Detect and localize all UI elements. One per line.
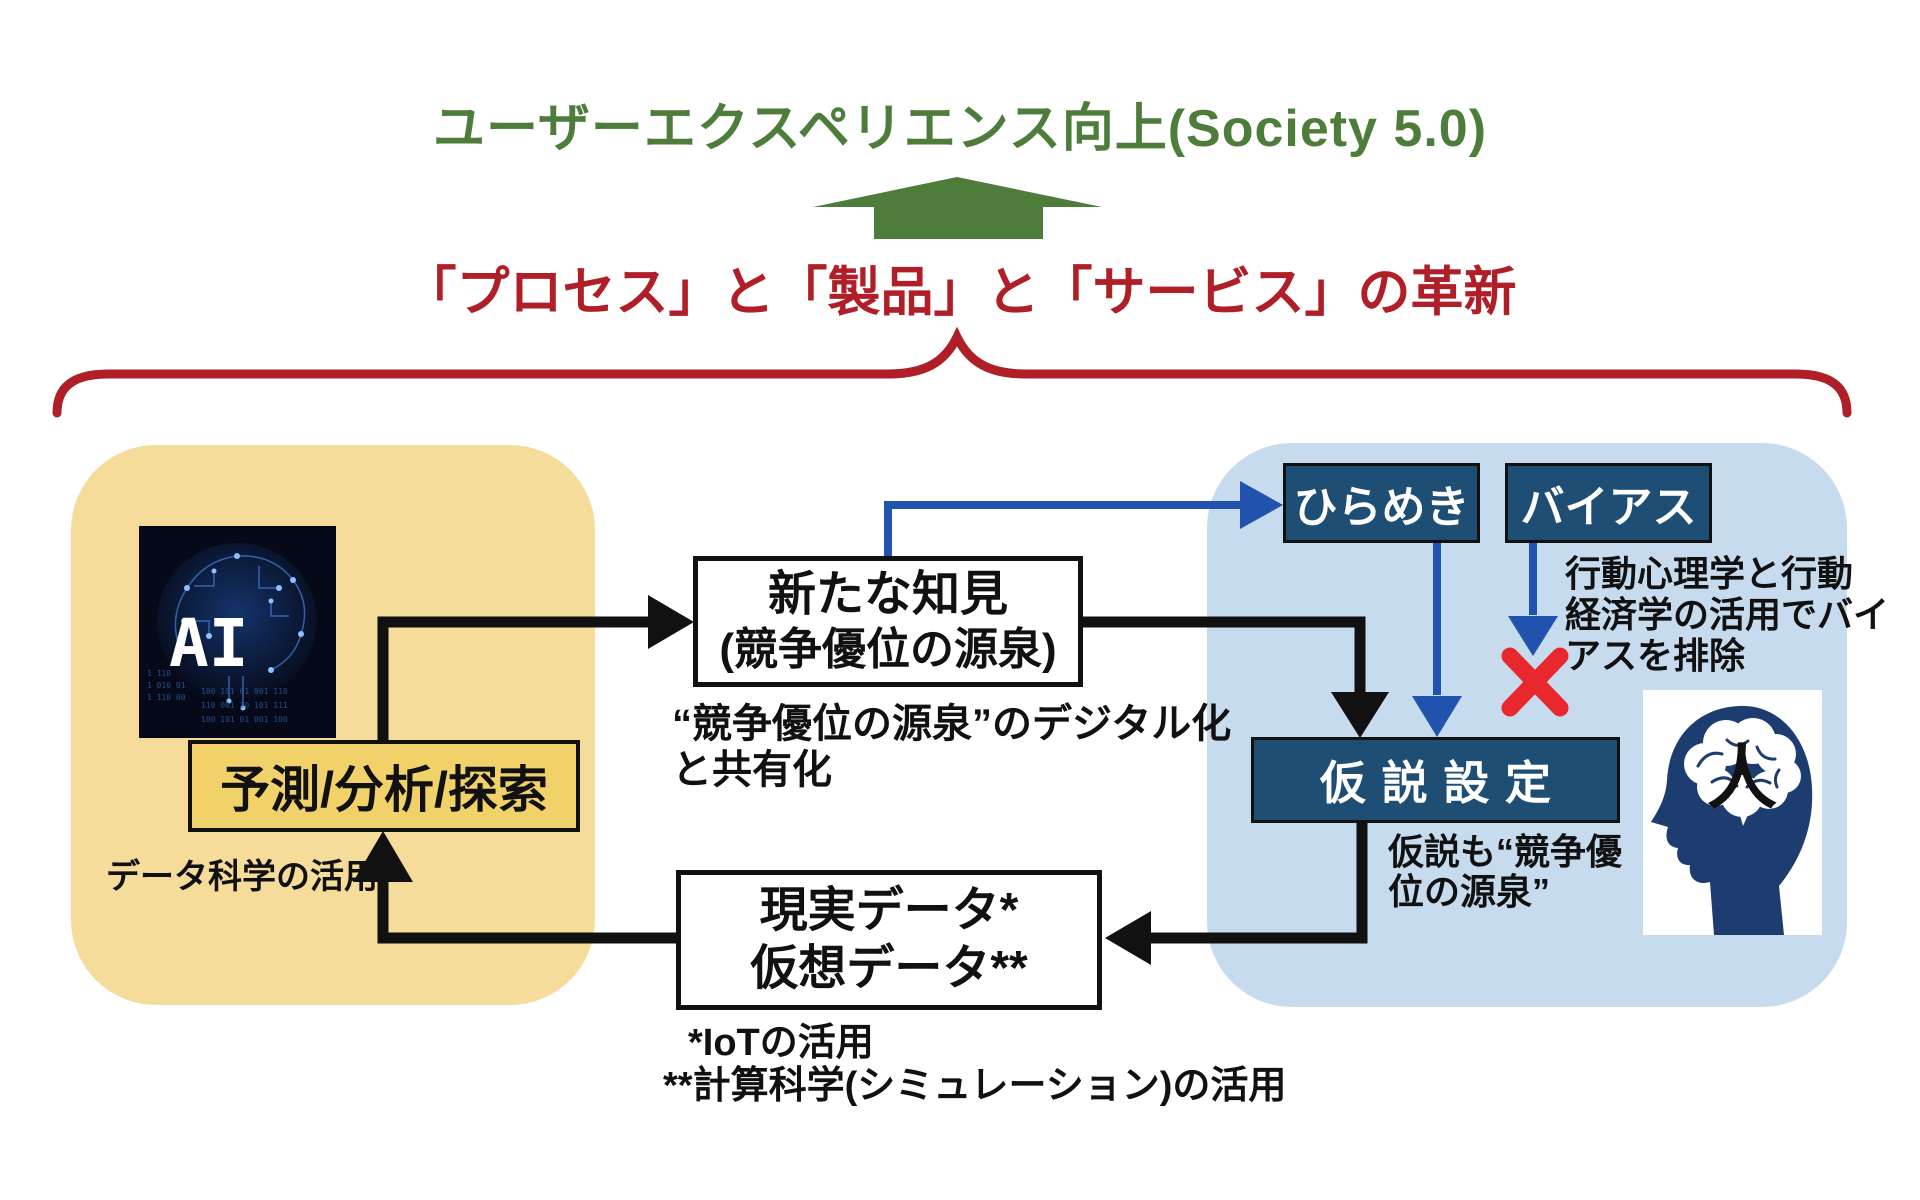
hypothesis-note-line1: 仮説も“競争優 [1388,831,1623,872]
hypothesis-note: 仮説も“競争優 位の源泉” [1388,832,1622,912]
footnote-simulation: **計算科学(シミュレーション)の活用 [663,1065,1287,1107]
inspiration-label: ひらめき [1293,483,1470,532]
person-kanji-label: 人 [1707,739,1777,817]
svg-text:100 101 01 001 110: 100 101 01 001 110 [201,687,288,696]
hypothesis-note-line2: 位の源泉” [1388,871,1551,912]
inspiration-box: ひらめき [1283,463,1480,543]
arrowhead-left-icon [1105,911,1151,965]
up-block-arrow-icon [813,177,1102,239]
brace-icon [52,326,1852,418]
bias-note-line2: 経済学の活用でバイ [1565,594,1890,635]
insight-note-line1: “競争優位の源泉”のデジタル化 [672,702,1232,746]
svg-text:110 001 10 101 111: 110 001 10 101 111 [201,701,288,710]
bias-box: バイアス [1505,463,1712,543]
human-head-image: 人 [1643,690,1822,935]
svg-text:1 110: 1 110 [147,669,171,678]
ai-label: AI [169,605,248,682]
hypothesis-label: 仮説設定 [1320,757,1567,809]
bias-note-line3: アスを排除 [1565,635,1746,676]
real-virtual-data-box: 現実データ* 仮想データ** [676,870,1102,1010]
insight-line1: 新たな知見 [767,568,1008,622]
arrowhead-right-icon [648,595,694,649]
insight-line2: (競争優位の源泉) [719,624,1057,674]
svg-text:1 010 01: 1 010 01 [147,681,186,690]
data-science-caption: データ科学の活用 [106,858,378,896]
subtitle-innovation: 「プロセス」と「製品」と「サービス」の革新 [403,263,1517,322]
ai-brain-image: 1 110 1 010 01 1 110 00 100 101 01 001 110… [139,526,336,738]
hypothesis-setting-box: 仮説設定 [1251,737,1620,823]
predict-analyze-explore-box: 予測/分析/探索 [188,740,580,832]
predict-box-label: 予測/分析/探索 [220,762,548,818]
arrow-insight-to-inspiration [884,501,1240,556]
insight-note: “競争優位の源泉”のデジタル化 と共有化 [672,701,1231,793]
bias-note-line1: 行動心理学と行動 [1565,553,1854,594]
insight-note-line2: と共有化 [672,748,832,792]
footnotes: *IoTの活用 **計算科学(シミュレーション)の活用 [663,1022,1286,1108]
footnote-iot: *IoTの活用 [688,1022,874,1064]
bias-elimination-note: 行動心理学と行動 経済学の活用でバイ アスを排除 [1565,553,1889,676]
page-title: ユーザーエクスペリエンス向上(Society 5.0) [432,100,1488,158]
svg-text:1 110 00: 1 110 00 [147,693,186,702]
data-box-line1: 現実データ* [759,884,1019,938]
data-box-line2: 仮想データ** [750,942,1028,995]
bias-label: バイアス [1520,483,1697,532]
new-insight-box: 新たな知見 (競争優位の源泉) [693,556,1083,687]
svg-text:100 101 01 001 100: 100 101 01 001 100 [201,715,288,724]
